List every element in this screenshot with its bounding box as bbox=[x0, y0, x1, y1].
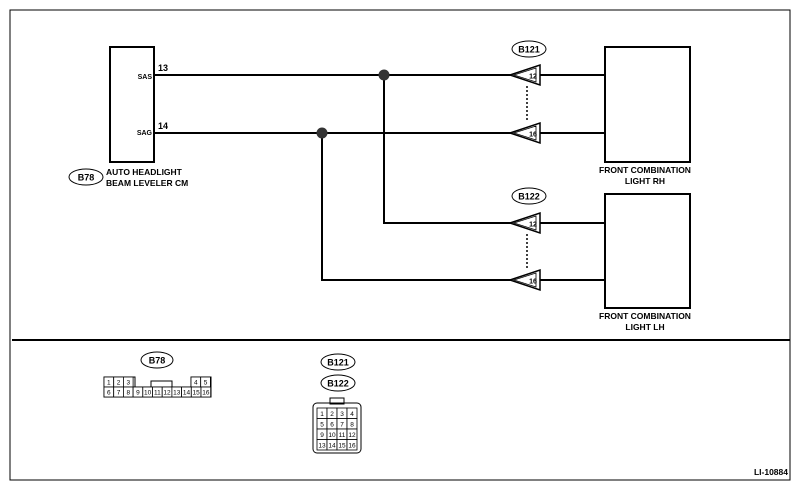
terminal-rh-upper: 12 bbox=[507, 63, 541, 87]
terminal-lh-upper-label: 12 bbox=[529, 222, 537, 229]
b78-pin-cell-label: 14 bbox=[183, 390, 191, 397]
b78-pin-cell-label: 10 bbox=[144, 390, 152, 397]
wire-number-upper: 13 bbox=[158, 63, 168, 73]
b121-pin-cell-label: 3 bbox=[340, 411, 344, 418]
b78-pin-cell-label: 2 bbox=[117, 380, 121, 387]
module-pin-upper: SAS bbox=[138, 74, 153, 81]
light-lh-line2: LIGHT LH bbox=[625, 322, 664, 332]
b78-pin-cell-label: 13 bbox=[173, 390, 181, 397]
b78-pin-cell-label: 5 bbox=[204, 380, 208, 387]
connector-view-b78-label: B78 bbox=[149, 356, 166, 366]
b121-pin-cell-label: 11 bbox=[339, 432, 346, 439]
connector-badge-rh: B121 bbox=[511, 40, 547, 58]
b78-pin-cell-label: 12 bbox=[163, 390, 171, 397]
b121-pin-cell-label: 14 bbox=[328, 443, 336, 450]
connector-view-label-1: B121 bbox=[327, 358, 349, 368]
b78-pin-cell bbox=[200, 386, 212, 398]
wires bbox=[154, 69, 605, 281]
module-pin-lower: SAG bbox=[137, 130, 153, 137]
b121-pin-cell bbox=[346, 439, 358, 451]
b78-pin-cell-label: 8 bbox=[126, 390, 130, 397]
b121-pin-cell-label: 4 bbox=[350, 411, 354, 418]
module-name-line2: BEAM LEVELER CM bbox=[106, 178, 188, 188]
b78-pin-cell-label: 15 bbox=[193, 390, 201, 397]
b78-pin-cell-label: 16 bbox=[202, 390, 210, 397]
terminal-rh-upper-label: 12 bbox=[529, 74, 537, 81]
connector-label-lh: B122 bbox=[518, 192, 540, 202]
b121-pin-cell-label: 2 bbox=[330, 411, 334, 418]
b78-pin-cell-label: 7 bbox=[117, 390, 121, 397]
b121-pin-cell-label: 5 bbox=[320, 422, 324, 429]
b121-pin-cell-label: 10 bbox=[328, 432, 336, 439]
light-lh-line1: FRONT COMBINATION bbox=[599, 311, 691, 321]
b78-pin-cell-label: 11 bbox=[154, 390, 161, 397]
module-box bbox=[109, 46, 155, 163]
b121-pin-cell-label: 7 bbox=[340, 422, 344, 429]
light-rh-line1: FRONT COMBINATION bbox=[599, 165, 691, 175]
terminal-rh-lower-label: 16 bbox=[529, 132, 537, 139]
wire-14-branch bbox=[321, 133, 512, 281]
b78-pin-cell-label: 9 bbox=[136, 390, 140, 397]
diagram-frame bbox=[9, 9, 791, 481]
light-rh-line2: LIGHT RH bbox=[625, 176, 665, 186]
b78-pin-cell-label: 1 bbox=[107, 380, 111, 387]
splice-point-upper bbox=[378, 69, 390, 81]
terminal-lh-upper: 12 bbox=[507, 211, 541, 235]
terminal-lh-lower-label: 16 bbox=[529, 279, 537, 286]
light-lh-box bbox=[604, 193, 691, 309]
b121-pin-cell-label: 9 bbox=[320, 432, 324, 439]
b121-pin-cell-label: 1 bbox=[320, 411, 324, 418]
module-name-line1: AUTO HEADLIGHT bbox=[106, 167, 183, 177]
b121-pin-cell-label: 8 bbox=[350, 422, 354, 429]
wire-13-branch bbox=[383, 75, 512, 224]
b121-pin-cell-label: 15 bbox=[338, 443, 346, 450]
connector-view-label-2: B122 bbox=[327, 379, 349, 389]
b78-pin-cell-label: 3 bbox=[126, 380, 130, 387]
module-connector-badge: B78 bbox=[68, 168, 104, 186]
terminal-lh-lower: 16 bbox=[507, 268, 541, 292]
b78-pin-cell-label: 6 bbox=[107, 390, 111, 397]
b78-pin-cell-label: 4 bbox=[194, 380, 198, 387]
figure-id: LI-10884 bbox=[754, 467, 788, 477]
wire-number-lower: 14 bbox=[158, 121, 168, 131]
splice-point-lower bbox=[316, 127, 328, 139]
b121-pin-cell-label: 12 bbox=[348, 432, 356, 439]
light-rh-box bbox=[604, 46, 691, 163]
b121-pin-cell-label: 13 bbox=[318, 443, 326, 450]
b121-pin-cell-label: 6 bbox=[330, 422, 334, 429]
terminal-rh-lower: 16 bbox=[507, 121, 541, 145]
module-connector-label: B78 bbox=[78, 173, 95, 183]
connector-badge-lh: B122 bbox=[511, 187, 547, 205]
b121-pin-cell-label: 16 bbox=[348, 443, 356, 450]
connector-label-rh: B121 bbox=[518, 45, 540, 55]
